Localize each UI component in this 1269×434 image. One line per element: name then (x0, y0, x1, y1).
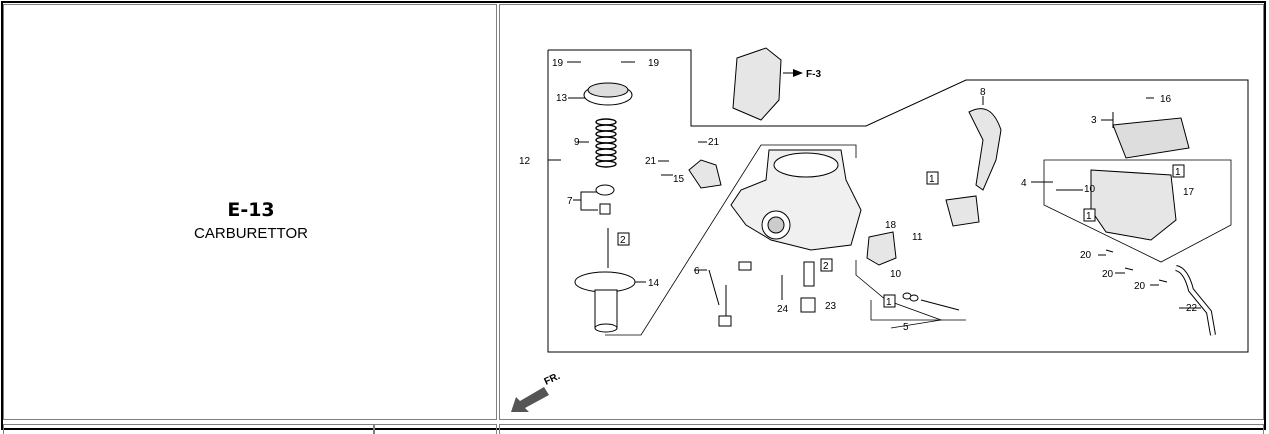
part-callout: 20 (1134, 281, 1146, 292)
part-callout: 2 (823, 261, 829, 272)
direction-label: FR. (543, 371, 562, 388)
part-callout: 20 (1080, 250, 1092, 261)
section-code: E-13 (227, 199, 275, 221)
part-callout: 11 (912, 232, 923, 243)
part-callout: 10 (1084, 184, 1096, 195)
diagram-cell: FR. F-3 19 19 13 9 12 7 2 14 21 21 15 6 … (499, 4, 1264, 420)
part-callout: 18 (885, 220, 897, 231)
part-callout: 9 (574, 137, 580, 148)
part-callout: 5 (903, 322, 909, 333)
part-callout: 15 (673, 174, 685, 185)
part-callout: 24 (777, 304, 789, 315)
part-callout: 12 (519, 156, 531, 167)
part-callout: 1 (1175, 167, 1181, 178)
part-callout: 19 (552, 58, 564, 69)
part-callout: 13 (556, 93, 568, 104)
part-callout: 21 (708, 137, 720, 148)
part-callout: 8 (980, 87, 986, 98)
section-title: CARBURETTOR (194, 225, 308, 242)
part-callout: 17 (1183, 187, 1195, 198)
table-cell (3, 424, 374, 434)
part-callout: 21 (645, 156, 657, 167)
part-callout: 1 (1086, 211, 1092, 222)
table-cell (499, 424, 1264, 434)
part-callout: 10 (890, 269, 902, 280)
part-callout: 3 (1091, 115, 1097, 126)
ref-label: F-3 (806, 69, 821, 80)
part-callout: 16 (1160, 94, 1172, 105)
section-cell: E-13 CARBURETTOR (3, 4, 497, 420)
group-outline-main (547, 49, 1249, 353)
part-callout: 6 (694, 266, 700, 277)
part-callout: 4 (1021, 178, 1027, 189)
table-cell (374, 424, 497, 434)
direction-arrow-icon (511, 387, 549, 412)
part-callout: 20 (1102, 269, 1114, 280)
part-callout: 1 (886, 297, 892, 308)
part-callout: 7 (567, 196, 573, 207)
part-callout: 19 (648, 58, 660, 69)
part-callout: 2 (620, 235, 626, 246)
carburettor-exploded-diagram: FR. F-3 19 19 13 9 12 7 2 14 21 21 15 6 … (511, 47, 1249, 412)
part-callout: 22 (1186, 303, 1198, 314)
part-callout: 23 (825, 301, 837, 312)
part-callout: 1 (929, 174, 935, 185)
part-callout: 14 (648, 278, 660, 289)
group-outline-float-chamber (1043, 159, 1232, 263)
